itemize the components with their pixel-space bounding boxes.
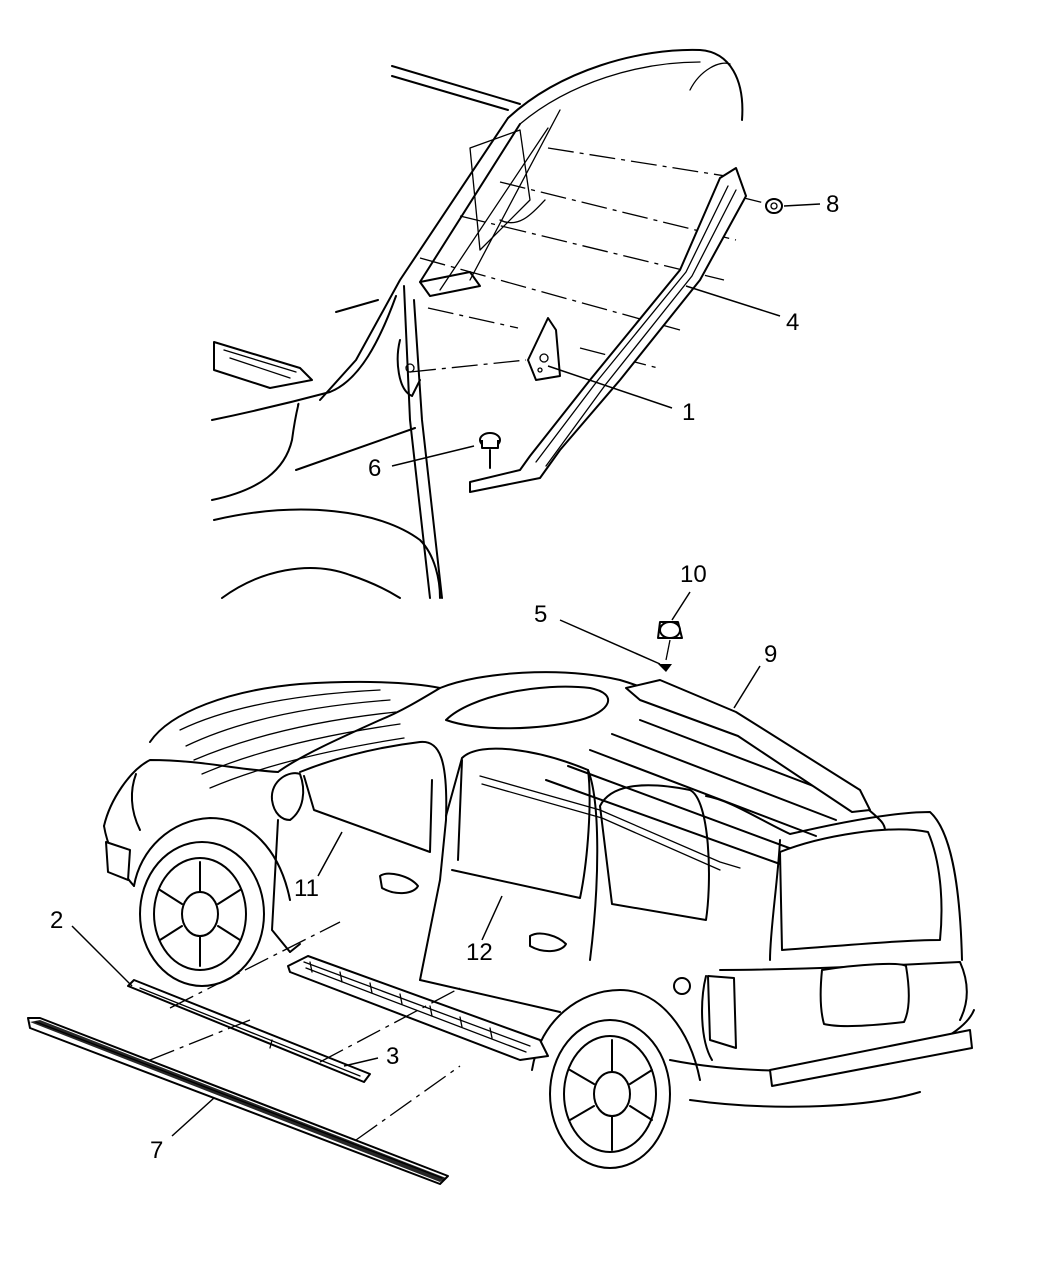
callout-2: 2	[50, 907, 63, 934]
callout-4: 4	[786, 309, 799, 336]
callout-labels: 1 2 3 4 5 6 7 8 9 10 11 12	[50, 191, 839, 1164]
roof-rail-fastener-part	[657, 621, 683, 639]
a-pillar-detail-view	[211, 48, 783, 599]
screw-part-5	[658, 664, 672, 672]
windshield-molding-part	[469, 167, 747, 493]
callout-6: 6	[368, 455, 381, 482]
callout-12: 12	[466, 939, 493, 966]
callout-11: 11	[294, 875, 319, 902]
running-board	[287, 955, 549, 1061]
door-sill-molding-part	[127, 979, 371, 1083]
push-pin-part	[479, 432, 501, 469]
front-wheel	[139, 841, 265, 987]
callout-5: 5	[534, 601, 547, 628]
callout-1: 1	[682, 399, 695, 426]
callout-10: 10	[680, 561, 707, 588]
clip-part-8	[765, 198, 783, 214]
leader-lines	[71, 203, 821, 1137]
vehicle-view	[103, 671, 975, 1169]
callout-3: 3	[386, 1043, 399, 1070]
lower-body-molding-part	[27, 1017, 449, 1185]
callout-9: 9	[764, 641, 777, 668]
mirror-flag-seal-part	[527, 317, 561, 381]
callout-8: 8	[826, 191, 839, 218]
rear-wheel	[549, 1019, 671, 1169]
callout-7: 7	[150, 1137, 163, 1164]
